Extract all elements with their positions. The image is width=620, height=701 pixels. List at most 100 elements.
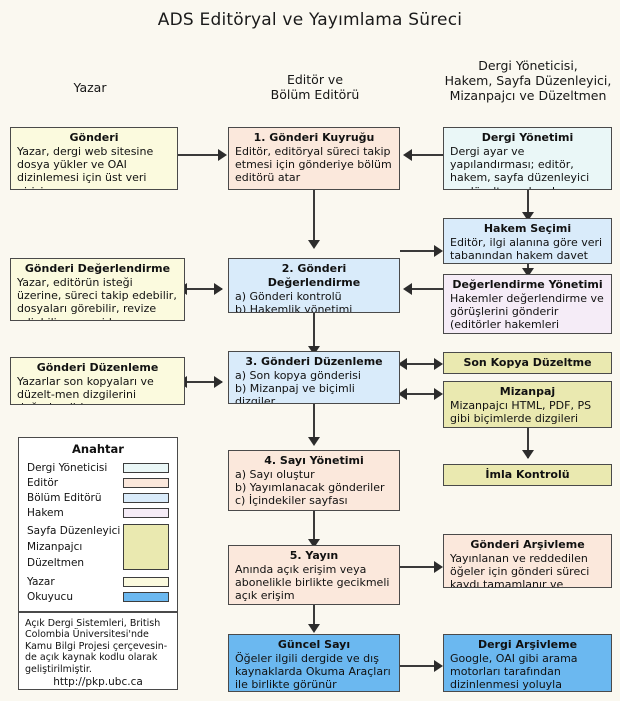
- box-journal-archive-body: Google, OAI gibi arama motorları tarafın…: [450, 652, 578, 692]
- box-layout-body: Mizanpajcı HTML, PDF, PS gibi biçimlerde…: [450, 399, 592, 427]
- arrowhead-left: [398, 388, 407, 400]
- box-editing-title: 3. Gönderi Düzenleme: [245, 355, 383, 368]
- legend-label: Düzeltmen: [27, 557, 85, 569]
- connector-editing-to-copyedit: [406, 363, 440, 365]
- arrowhead-left: [403, 149, 412, 161]
- credit-panel: Açık Dergi Sistemleri, British Colombia …: [18, 612, 178, 690]
- box-layout-title: Mizanpaj: [499, 385, 556, 398]
- legend-swatch: [123, 462, 169, 473]
- connector-reviewmgmt-to-review: [412, 288, 443, 290]
- connector-publish-to-currentissue: [313, 605, 315, 629]
- legend-swatch: [123, 524, 169, 570]
- box-issue-management-body: a) Sayı oluştur b) Yayımlanacak gönderil…: [235, 468, 385, 510]
- legend-row-journal-manager: Dergi Yöneticisi: [27, 460, 169, 475]
- legend-label: Yazar: [27, 575, 55, 588]
- connector-submissionreview-to-review: [186, 288, 222, 290]
- legend-label: Hakem: [27, 506, 64, 519]
- box-publish-body: Anında açık erişim veya abonelikle birli…: [235, 563, 390, 603]
- column-header-author-label: Yazar: [73, 80, 107, 95]
- box-submission-body: Yazar, dergi web sitesine dosya yükler v…: [17, 145, 154, 189]
- box-proofreading-title: İmla Kontrolü: [485, 468, 570, 481]
- connector-queue-to-review: [313, 190, 315, 244]
- arrowhead-right: [214, 283, 223, 295]
- page-title: ADS Editöryal ve Yayımlama Süreci: [157, 10, 463, 30]
- arrowhead-right: [214, 376, 223, 388]
- column-header-author: Yazar: [30, 80, 150, 95]
- connector-submission-to-queue: [178, 154, 220, 156]
- box-current-issue[interactable]: Güncel Sayı Öğeler ilgili dergide ve dış…: [228, 634, 400, 692]
- arrowhead-down: [308, 437, 320, 446]
- legend-panel: Anahtar Dergi Yöneticisi Editör Bölüm Ed…: [18, 437, 178, 612]
- arrowhead-down: [308, 346, 320, 355]
- box-publish[interactable]: 5. Yayın Anında açık erişim veya aboneli…: [228, 545, 400, 605]
- box-review-body: a) Gönderi kontrolü b) Hakemlik yönetimi…: [235, 290, 353, 313]
- legend-row-reviewer: Hakem: [27, 505, 169, 520]
- box-current-issue-body: Öğeler ilgili dergide ve dış kaynaklarda…: [235, 652, 391, 692]
- box-submission-editing[interactable]: Gönderi Düzenleme Yazarlar son kopyaları…: [10, 357, 185, 405]
- box-submission-editing-body: Yazarlar son kopyaları ve düzelt-men diz…: [17, 375, 154, 404]
- arrowhead-left: [398, 358, 407, 370]
- arrowhead-down: [522, 268, 534, 277]
- box-review-management-title: Değerlendirme Yönetimi: [452, 278, 603, 291]
- column-header-staff-label: Dergi Yöneticisi, Hakem, Sayfa Düzenleyi…: [444, 58, 612, 103]
- legend-swatch: [123, 492, 169, 503]
- box-copyediting[interactable]: Son Kopya Düzeltme: [443, 352, 612, 374]
- arrowhead-down: [308, 240, 320, 249]
- box-submission-review[interactable]: Gönderi Değerlendirme Yazar, editörün is…: [10, 258, 185, 321]
- box-publish-title: 5. Yayın: [289, 549, 339, 562]
- legend-swatch: [123, 576, 169, 587]
- box-submission-archive[interactable]: Gönderi Arşivleme Yayınlanan ve reddedil…: [443, 534, 612, 588]
- box-journal-archive[interactable]: Dergi Arşivleme Google, OAI gibi arama m…: [443, 634, 612, 692]
- box-reviewer-selection[interactable]: Hakem Seçimi Editör, ilgi alanına göre v…: [443, 218, 612, 264]
- credit-text: Açık Dergi Sistemleri, British Colombia …: [25, 618, 168, 675]
- legend-label: Sayfa Düzenleyici: [27, 525, 121, 537]
- box-review-title: 2. Gönderi Değerlendirme: [267, 262, 361, 289]
- box-submission-review-title: Gönderi Değerlendirme: [24, 262, 171, 275]
- legend-row-reader: Okuyucu: [27, 589, 169, 604]
- connector-submissionediting-to-editing: [186, 381, 222, 383]
- box-proofreading[interactable]: İmla Kontrolü: [443, 464, 612, 486]
- arrowhead-right: [434, 358, 443, 370]
- box-copyediting-title: Son Kopya Düzeltme: [463, 356, 592, 369]
- box-submission-editing-title: Gönderi Düzenleme: [36, 361, 159, 374]
- connector-journalmgmt-to-queue: [412, 154, 443, 156]
- box-journal-management[interactable]: Dergi Yönetimi Dergi ayar ve yapılandırm…: [443, 127, 612, 190]
- legend-label: Bölüm Editörü: [27, 491, 102, 504]
- connector-currentissue-to-journalarchive: [400, 665, 438, 667]
- connector-publish-to-submissionarchive: [400, 566, 438, 568]
- connector-reviewerselect-to-reviewmgmt: [527, 258, 529, 274]
- arrowhead-down: [522, 450, 534, 459]
- connector-editing-to-issuemgmt: [313, 404, 315, 442]
- box-journal-management-title: Dergi Yönetimi: [481, 131, 574, 144]
- arrowhead-down: [522, 212, 534, 221]
- column-header-editor-label: Editör ve Bölüm Editörü: [270, 72, 360, 102]
- box-editing[interactable]: 3. Gönderi Düzenleme a) Son kopya gönder…: [228, 351, 400, 404]
- box-review[interactable]: 2. Gönderi Değerlendirme a) Gönderi kont…: [228, 258, 400, 313]
- box-queue-body: Editör, editöryal süreci takip etmesi iç…: [235, 145, 392, 185]
- box-issue-management-title: 4. Sayı Yönetimi: [264, 454, 364, 467]
- legend-row-section-editor: Bölüm Editörü: [27, 490, 169, 505]
- legend-row-editor: Editör: [27, 475, 169, 490]
- box-submission-archive-title: Gönderi Arşivleme: [470, 538, 585, 551]
- arrowhead-left: [403, 283, 412, 295]
- connector-journalmgmt-to-reviewerselect: [527, 190, 529, 218]
- column-header-staff: Dergi Yöneticisi, Hakem, Sayfa Düzenleyi…: [443, 58, 613, 103]
- legend-row-author: Yazar: [27, 574, 169, 589]
- box-review-management[interactable]: Değerlendirme Yönetimi Hakemler değerlen…: [443, 274, 612, 334]
- legend-swatch: [123, 507, 169, 518]
- arrowhead-right: [434, 388, 443, 400]
- box-queue-title: 1. Gönderi Kuyruğu: [253, 131, 375, 144]
- arrowhead-down: [308, 539, 320, 548]
- arrowhead-down: [308, 624, 320, 633]
- box-editing-body: a) Son kopya gönderisi b) Mizanpaj ve bi…: [235, 369, 361, 404]
- arrowhead-right: [218, 149, 227, 161]
- legend-label: Editör: [27, 476, 59, 489]
- box-queue[interactable]: 1. Gönderi Kuyruğu Editör, editöryal sür…: [228, 127, 400, 190]
- box-issue-management[interactable]: 4. Sayı Yönetimi a) Sayı oluştur b) Yayı…: [228, 450, 400, 511]
- box-submission-title: Gönderi: [69, 131, 119, 144]
- credit-url[interactable]: http://pkp.ubc.ca: [53, 676, 143, 689]
- legend-swatch: [123, 477, 169, 488]
- box-submission[interactable]: Gönderi Yazar, dergi web sitesine dosya …: [10, 127, 178, 190]
- box-layout[interactable]: Mizanpaj Mizanpajcı HTML, PDF, PS gibi b…: [443, 381, 612, 428]
